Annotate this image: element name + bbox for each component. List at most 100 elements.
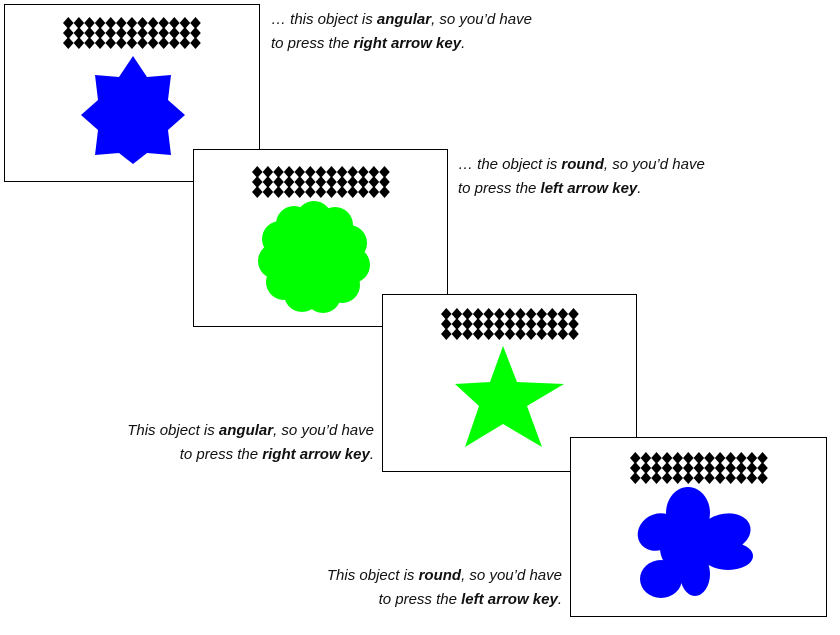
pattern-diamond xyxy=(94,37,106,49)
five-pointed-star-shape xyxy=(455,346,564,447)
pattern-diamond xyxy=(105,37,116,49)
eight-pointed-star-shape xyxy=(81,56,185,164)
pattern-diamond xyxy=(84,17,95,29)
pattern-diamond xyxy=(536,318,547,330)
pattern-diamond xyxy=(472,318,484,330)
pattern-diamond xyxy=(326,166,337,178)
pattern-diamond xyxy=(158,37,169,49)
pattern-diamond xyxy=(451,318,463,330)
pattern-diamond xyxy=(640,452,652,464)
pattern-diamond xyxy=(169,27,180,39)
pattern-diamond xyxy=(504,328,516,340)
pattern-diamond xyxy=(326,186,337,198)
pattern-diamond xyxy=(73,27,85,39)
pattern-diamond xyxy=(84,27,95,39)
pattern-diamond xyxy=(283,186,295,198)
pattern-diamond xyxy=(105,27,116,39)
pattern-diamond xyxy=(725,462,736,474)
pattern-diamond xyxy=(294,186,305,198)
pattern-diamond xyxy=(283,166,295,178)
pattern-diamond xyxy=(283,176,295,188)
slide-3 xyxy=(382,294,637,472)
slide-2-canvas xyxy=(252,166,390,313)
slide-4-canvas xyxy=(630,452,768,598)
pattern-diamond xyxy=(347,176,358,188)
pattern-diamond xyxy=(116,17,127,29)
pattern-diamond xyxy=(126,27,138,39)
pattern-mask-4 xyxy=(630,452,768,484)
pattern-diamond xyxy=(672,452,683,464)
pattern-mask-3 xyxy=(441,308,579,340)
pattern-diamond xyxy=(126,17,138,29)
pattern-diamond xyxy=(84,37,95,49)
pattern-diamond xyxy=(725,452,736,464)
pattern-diamond xyxy=(547,318,558,330)
pattern-diamond xyxy=(368,176,380,188)
pattern-diamond xyxy=(336,186,348,198)
pattern-diamond xyxy=(336,176,348,188)
pattern-diamond xyxy=(169,37,180,49)
pattern-diamond xyxy=(683,462,694,474)
pattern-diamond xyxy=(714,452,726,464)
pattern-diamond xyxy=(683,472,694,484)
pattern-diamond xyxy=(462,308,473,320)
pattern-mask-1 xyxy=(63,17,201,49)
pattern-diamond xyxy=(504,318,516,330)
pattern-diamond xyxy=(305,186,316,198)
pattern-diamond xyxy=(525,308,537,320)
pattern-diamond xyxy=(179,37,191,49)
pattern-diamond xyxy=(483,328,494,340)
pattern-diamond xyxy=(736,452,747,464)
pattern-diamond xyxy=(262,166,274,178)
pattern-diamond xyxy=(358,186,369,198)
pattern-diamond xyxy=(557,318,569,330)
pattern-diamond xyxy=(63,17,74,29)
pattern-diamond xyxy=(462,318,473,330)
pattern-diamond xyxy=(190,37,201,49)
pattern-diamond xyxy=(262,176,274,188)
pattern-diamond xyxy=(525,318,537,330)
pattern-diamond xyxy=(63,37,74,49)
pattern-diamond xyxy=(358,176,369,188)
pattern-diamond xyxy=(736,462,747,474)
pattern-diamond xyxy=(451,328,463,340)
pattern-diamond xyxy=(126,37,138,49)
pattern-diamond xyxy=(379,176,390,188)
pattern-diamond xyxy=(137,17,148,29)
pattern-diamond xyxy=(358,166,369,178)
pattern-diamond xyxy=(315,166,327,178)
pattern-diamond xyxy=(462,328,473,340)
pattern-diamond xyxy=(736,472,747,484)
pattern-diamond xyxy=(746,452,758,464)
pattern-diamond xyxy=(73,17,85,29)
pattern-diamond xyxy=(693,462,705,474)
pattern-diamond xyxy=(472,308,484,320)
pattern-diamond xyxy=(315,176,327,188)
pattern-diamond xyxy=(504,308,516,320)
slide-4 xyxy=(570,437,827,617)
pattern-diamond xyxy=(379,166,390,178)
slide-3-canvas xyxy=(441,308,579,447)
pattern-diamond xyxy=(693,472,705,484)
pattern-diamond xyxy=(190,17,201,29)
pattern-diamond xyxy=(672,472,683,484)
pattern-diamond xyxy=(536,328,547,340)
pattern-diamond xyxy=(557,328,569,340)
pattern-diamond xyxy=(190,27,201,39)
pattern-diamond xyxy=(368,186,380,198)
pattern-diamond xyxy=(640,472,652,484)
pattern-diamond xyxy=(547,328,558,340)
pattern-diamond xyxy=(94,27,106,39)
pattern-diamond xyxy=(137,37,148,49)
pattern-diamond xyxy=(693,452,705,464)
pattern-diamond xyxy=(336,166,348,178)
pattern-diamond xyxy=(273,176,284,188)
pattern-diamond xyxy=(94,17,106,29)
pattern-diamond xyxy=(252,186,263,198)
pattern-diamond xyxy=(640,462,652,474)
pattern-diamond xyxy=(105,17,116,29)
pattern-diamond xyxy=(179,17,191,29)
pattern-diamond xyxy=(525,328,537,340)
slide-1-canvas xyxy=(63,17,201,164)
pattern-diamond xyxy=(630,462,641,474)
